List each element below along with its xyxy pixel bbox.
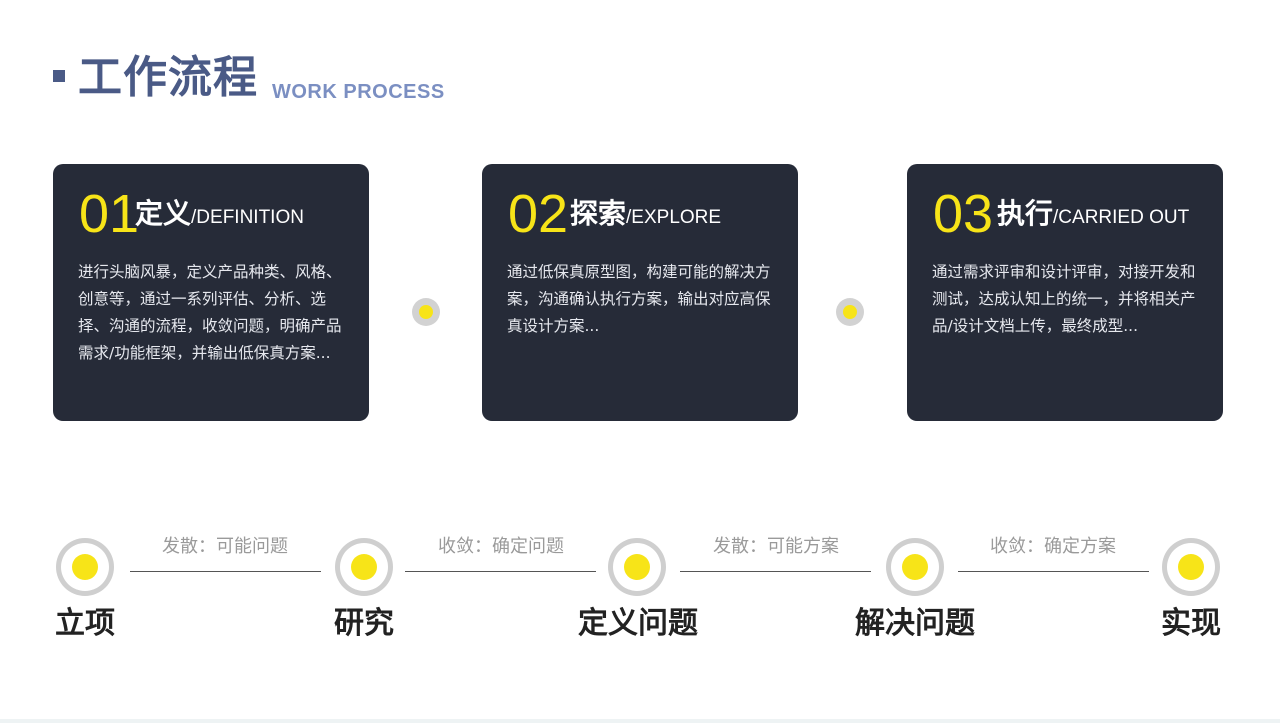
step-title-en: /DEFINITION: [191, 207, 304, 228]
step-heading: 执行/CARRIED OUT: [997, 194, 1189, 238]
step-title-zh: 执行: [997, 197, 1054, 230]
step-description: 通过低保真原型图，构建可能的解决方案，沟通确认执行方案，输出对应高保真设计方案.…: [507, 263, 771, 335]
step-card-explore: 02 探索/EXPLORE 通过低保真原型图，构建可能的解决方案，沟通确认执行方…: [482, 164, 798, 421]
stage-label: 立项: [55, 606, 115, 641]
connector-line: [130, 571, 321, 572]
timeline-node-icon: [886, 538, 944, 596]
timeline-node-icon: [56, 538, 114, 596]
stage-label: 实现: [1161, 606, 1221, 641]
step-number: 03: [933, 184, 994, 244]
timeline-node-icon: [335, 538, 393, 596]
title-square-icon: [53, 70, 65, 82]
step-description: 通过需求评审和设计评审，对接开发和测试，达成认知上的统一，并将相关产品/设计文档…: [932, 263, 1196, 335]
connector-label: 发散：可能方案: [713, 536, 839, 557]
connector-label: 收敛：确定问题: [438, 536, 564, 557]
connector-line: [958, 571, 1149, 572]
page-title: 工作流程: [78, 52, 258, 103]
connector-line: [680, 571, 871, 572]
step-card-carried-out: 03 执行/CARRIED OUT 通过需求评审和设计评审，对接开发和测试，达成…: [907, 164, 1223, 421]
connector-label: 收敛：确定方案: [990, 536, 1116, 557]
step-title-zh: 定义: [135, 197, 192, 230]
stage-label: 定义问题: [578, 606, 698, 641]
connector-dot-icon: [412, 298, 440, 326]
stage-label: 研究: [334, 606, 394, 641]
connector-label: 发散：可能问题: [162, 536, 288, 557]
connector-line: [405, 571, 596, 572]
page-subtitle: WORK PROCESS: [272, 81, 445, 103]
connector-dot-icon: [836, 298, 864, 326]
step-heading: 探索/EXPLORE: [570, 194, 721, 238]
stage-label: 解决问题: [855, 606, 975, 641]
step-card-definition: 01 定义/DEFINITION 进行头脑风暴，定义产品种类、风格、创意等，通过…: [53, 164, 369, 421]
step-title-en: /CARRIED OUT: [1053, 207, 1190, 228]
bottom-strip: [0, 719, 1280, 723]
step-description: 进行头脑风暴，定义产品种类、风格、创意等，通过一系列评估、分析、选择、沟通的流程…: [78, 263, 342, 362]
timeline-node-icon: [608, 538, 666, 596]
step-title-en: /EXPLORE: [626, 207, 722, 228]
step-title-zh: 探索: [570, 197, 627, 230]
step-number: 01: [79, 184, 140, 244]
step-heading: 定义/DEFINITION: [135, 194, 304, 238]
timeline-node-icon: [1162, 538, 1220, 596]
step-number: 02: [508, 184, 569, 244]
